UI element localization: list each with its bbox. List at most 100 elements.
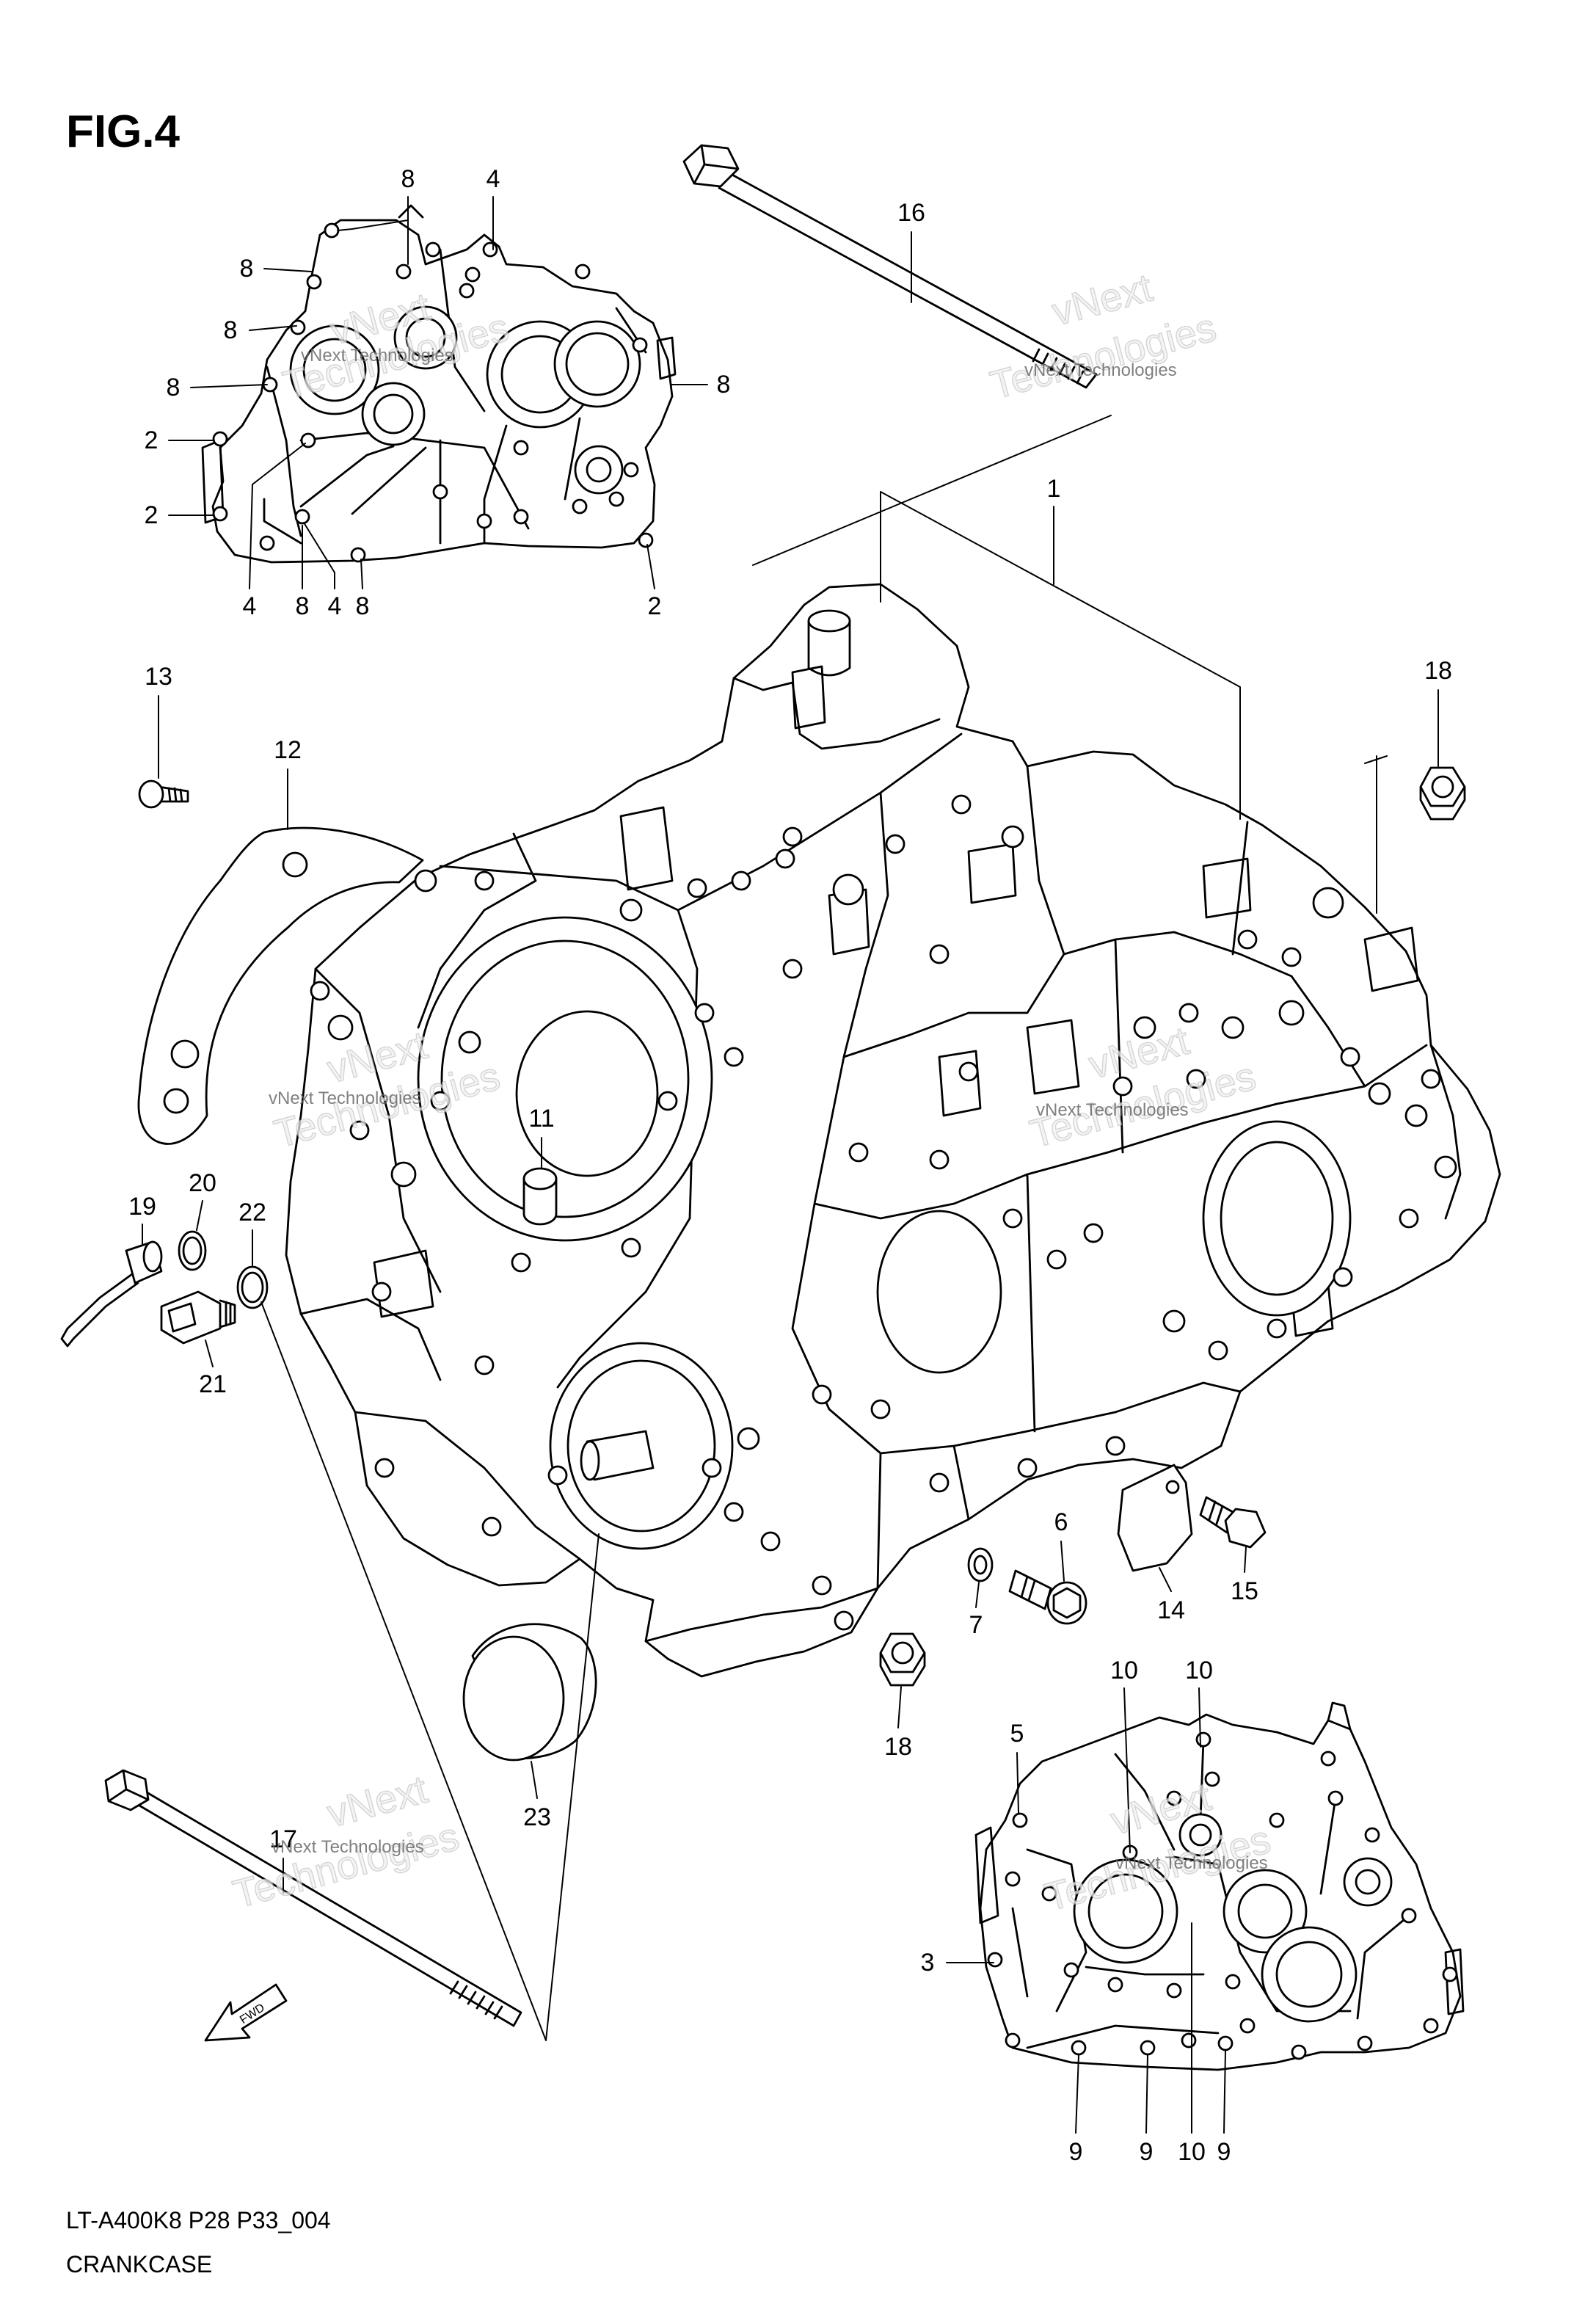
bolt-hole [1269, 1812, 1285, 1828]
left-case-bore-f-inner [586, 457, 612, 483]
nut-18-lower-body [879, 1632, 926, 1687]
sensor-19-wire [60, 1273, 139, 1348]
washer-7-inner [973, 1555, 988, 1575]
figure-name: CRANKCASE [66, 2251, 212, 2278]
bolt-hole [1357, 2035, 1373, 2051]
part-callout: 22 [238, 1199, 266, 1226]
cap-23-face [462, 1635, 565, 1762]
breather-tube-top [807, 609, 851, 633]
bolt-hole [1237, 929, 1258, 950]
part-callout: 8 [717, 371, 731, 399]
bolt-hole [958, 1061, 979, 1082]
bolt-hole [1221, 1016, 1245, 1039]
left-case-outline [211, 219, 674, 564]
main-callouts: 16 1 18 13 12 11 20 19 22 21 6 7 14 15 1… [128, 199, 1452, 1853]
part-callout: 4 [487, 165, 500, 193]
fwd-arrow-shape [204, 1983, 288, 2042]
bolt-hole [547, 1465, 568, 1486]
bolt-hole [371, 1282, 392, 1302]
part-callout: 2 [145, 501, 158, 529]
bolt-hole [474, 870, 495, 891]
rear-bearing-bore [1202, 1120, 1352, 1317]
bolt-hole [1267, 1318, 1287, 1339]
bolt-hole [724, 1502, 744, 1522]
bolt-hole [349, 1120, 370, 1141]
bolt-hole [1046, 1249, 1067, 1270]
bolt-17-head [104, 1769, 150, 1811]
breather-tube [807, 619, 851, 677]
crankcase-bosses [373, 665, 1419, 1337]
part-11-dowel-top [522, 1167, 558, 1190]
bolt-hole [1320, 1751, 1336, 1767]
bolt-15-head [1224, 1508, 1267, 1549]
bolt-16-head [682, 144, 740, 188]
bolt-hole [760, 1531, 781, 1552]
bolt-6-shaft [1008, 1569, 1052, 1610]
bolt-hole [572, 498, 588, 515]
watermark-big-bottom: Technologies [986, 305, 1221, 408]
part-callout: 4 [243, 592, 257, 620]
part-callout: 17 [269, 1825, 297, 1853]
part-callout: 10 [1185, 1657, 1213, 1684]
bolt-hole [1140, 2040, 1156, 2056]
left-case-bore-c [361, 382, 426, 446]
o-ring-22-outer [236, 1265, 269, 1309]
part-callout: 2 [648, 592, 662, 620]
bolt-13-shaft [157, 785, 189, 803]
part-callout: 8 [240, 255, 254, 283]
part-20-o-ring [178, 1230, 207, 1271]
bolt-hole [1281, 947, 1302, 967]
part-callout: 10 [1110, 1657, 1138, 1684]
crankcase-main-assembly [285, 583, 1501, 1678]
bolt-hole [1421, 1069, 1441, 1089]
bolt-hole [1063, 1962, 1079, 1978]
bolt-hole [782, 959, 803, 979]
bolt-hole [885, 834, 906, 854]
plate-12-hole-low [163, 1088, 189, 1114]
part-17-long-bolt [104, 1769, 522, 2027]
bolt-hole [724, 1047, 744, 1067]
plate-12-hole-mid [170, 1039, 200, 1069]
bolt-hole [929, 944, 950, 964]
part-callout: 20 [189, 1169, 216, 1197]
bolt-hole [1225, 1974, 1241, 1990]
oil-filter-seat [566, 1359, 716, 1533]
bolt-hole [1312, 887, 1344, 919]
nut-18-upper-body [1419, 766, 1466, 821]
part-callout: 3 [921, 1949, 935, 1977]
bolt-hole [832, 873, 864, 906]
nut-18-lower-hole [891, 1641, 914, 1665]
forward-arrow-icon: FWD [204, 1983, 288, 2042]
bolt-hole [464, 266, 481, 283]
part-19-sensor [60, 1240, 163, 1348]
right-case-bore-b-inner [1237, 1883, 1293, 1939]
bolt-hole [702, 1458, 722, 1478]
bolt-hole [1107, 1977, 1123, 1993]
bolt-hole [396, 263, 412, 280]
nut-18-upper-hole [1431, 775, 1454, 799]
part-callout: 19 [128, 1193, 156, 1221]
bolt-hole [513, 440, 529, 456]
o-ring-20-outer [178, 1230, 207, 1271]
part-callout: 18 [884, 1733, 912, 1761]
watermark-small: vNext Technologies [1024, 360, 1177, 380]
bolt-hole [481, 1516, 502, 1537]
bolt-hole [619, 898, 643, 922]
left-case-bore-e-inner [565, 332, 630, 396]
bolt-hole [834, 1610, 854, 1631]
bolt-hole [212, 431, 228, 447]
bolt-hole [474, 1355, 495, 1375]
part-15-bolt [1199, 1496, 1267, 1549]
bolt-hole [482, 241, 498, 258]
part-callout: 9 [1140, 2138, 1154, 2166]
part-callout: 8 [356, 592, 370, 620]
figure-title: FIG.4 [66, 106, 181, 157]
bolt-hole [1181, 2032, 1197, 2049]
bolt-hole [425, 241, 441, 258]
crankcase-bolt-holes [310, 794, 1457, 1631]
part-callout: 4 [328, 592, 342, 620]
bolt-hole [1166, 1790, 1182, 1806]
part-callout: 2 [145, 426, 158, 454]
oil-filter-stud-end [580, 1440, 600, 1481]
